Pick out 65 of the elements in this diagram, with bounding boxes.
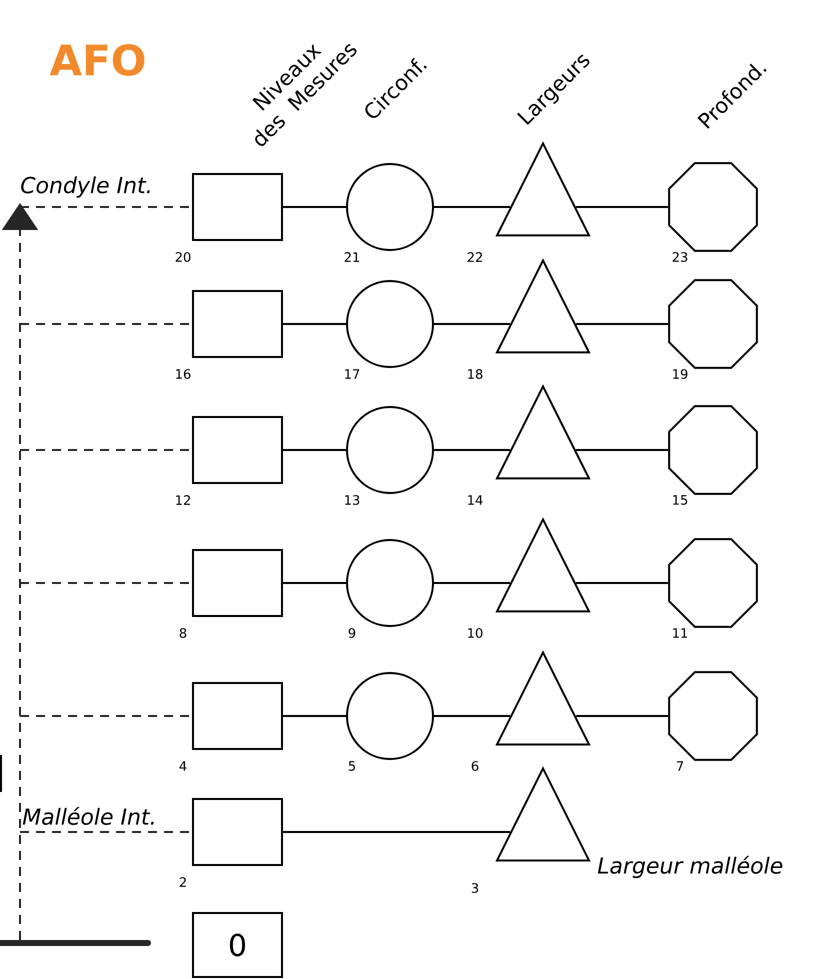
level-box: [192, 798, 283, 866]
circumference-circle: [346, 672, 434, 760]
level-box: [192, 549, 283, 617]
depth-octagon: [668, 538, 758, 628]
connector-line: [434, 715, 510, 717]
dashed-line: [20, 831, 192, 833]
side-label: Largeur malléole: [598, 856, 782, 878]
number-label: 9: [348, 628, 356, 638]
level-box: [192, 173, 283, 241]
circumference-circle: [346, 163, 434, 251]
number-label: 11: [673, 628, 688, 638]
connector-line: [434, 323, 510, 325]
level-box: [192, 416, 283, 484]
number-label: 6: [472, 761, 478, 771]
number-label: 20: [176, 252, 190, 262]
connector-line: [283, 582, 346, 584]
title: AFO: [50, 44, 144, 76]
value-box: 0: [192, 912, 283, 978]
connector-line: [283, 715, 346, 717]
dashed-line: [20, 715, 192, 717]
connector-line: [283, 831, 510, 833]
connector-line: [283, 449, 346, 451]
dashed-line: [20, 323, 192, 325]
connector-line: [576, 582, 668, 584]
dashed-line: [20, 449, 192, 451]
connector-line: [434, 449, 510, 451]
number-label: 10: [468, 628, 482, 638]
connector-line: [576, 323, 668, 325]
connector-line: [576, 715, 668, 717]
dashed-line: [20, 582, 192, 584]
level-box: [192, 290, 283, 358]
level-box: [192, 682, 283, 750]
number-label: 3: [472, 883, 478, 893]
dashed-line: [20, 206, 192, 208]
depth-octagon: [668, 162, 758, 252]
level-label: Malléole Int.: [22, 807, 154, 825]
number-label: 4: [180, 761, 186, 771]
connector-line: [576, 206, 668, 208]
connector-line: [434, 206, 510, 208]
number-label: 2: [180, 877, 186, 887]
number-label: 19: [673, 369, 688, 379]
number-label: 5: [348, 761, 355, 771]
number-label: 21: [344, 252, 360, 262]
level-label: Condyle Int.: [20, 176, 153, 198]
circumference-circle: [346, 406, 434, 494]
number-label: 16: [176, 369, 190, 379]
depth-octagon: [668, 405, 758, 495]
number-label: 13: [345, 495, 360, 505]
circumference-circle: [346, 280, 434, 368]
connector-line: [283, 323, 346, 325]
number-label: 22: [468, 252, 482, 262]
number-label: 18: [468, 369, 482, 379]
connector-line: [283, 206, 346, 208]
number-label: 23: [672, 252, 688, 262]
connector-line: [434, 582, 510, 584]
number-label: 8: [180, 628, 186, 638]
depth-octagon: [668, 279, 758, 369]
number-label: 7: [676, 761, 684, 771]
number-label: 14: [468, 495, 483, 505]
depth-octagon: [668, 671, 758, 761]
connector-line: [576, 449, 668, 451]
number-label: 17: [345, 369, 360, 379]
circumference-circle: [346, 539, 434, 627]
number-label: 15: [673, 495, 688, 505]
number-label: 12: [176, 495, 190, 505]
